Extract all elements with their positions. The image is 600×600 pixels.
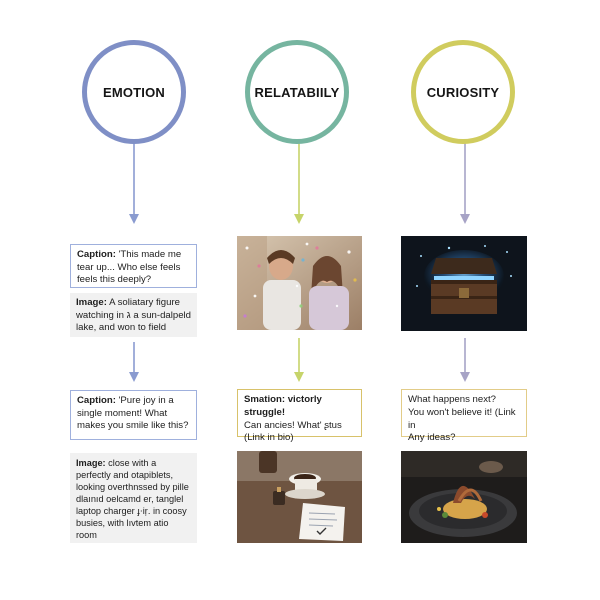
emotion-caption-box-1: Caption: 'This made me tear up... Who el… <box>70 244 197 288</box>
friends-laughing-photo <box>237 236 362 330</box>
image-label: Image: <box>76 297 107 308</box>
image-text: A soliatary figure watching in ג a sun-d… <box>76 297 192 333</box>
curiosity-caption-box: What happens next? You won't believe it!… <box>401 389 527 443</box>
relatability-circle: RELATABIILY <box>245 40 349 144</box>
image-label: Image: <box>76 458 106 468</box>
caption-line-1: Smation: victorly struggle! <box>244 394 322 418</box>
treasure-chest-photo <box>401 236 527 331</box>
caption-line-3: Any ideas? <box>408 432 456 444</box>
curiosity-arrow-1 <box>460 142 470 224</box>
caption-line-2: You won't believe it! (Link in <box>408 406 516 431</box>
caption-text: 'Pure joy in a single moment! What makes… <box>77 395 189 431</box>
caption-label: Caption: <box>77 249 116 260</box>
caption-label: Caption: <box>77 395 116 406</box>
curiosity-arrow-2 <box>460 338 470 382</box>
caption-line-2: Can ancies! What' ʂtus <box>244 419 342 431</box>
relatability-caption-box: Smation: victorly struggle! Can ancies! … <box>237 389 362 443</box>
emotion-caption-box-2: Caption: 'Pure joy in a single moment! W… <box>70 390 197 440</box>
curiosity-circle: CURIOSITY <box>411 40 515 144</box>
coffee-checklist-photo <box>237 451 362 543</box>
gourmet-dish-photo <box>401 451 527 543</box>
relatability-arrow-2 <box>294 338 304 382</box>
emotion-arrow-1 <box>129 142 139 224</box>
emotion-arrow-2 <box>129 342 139 382</box>
emotion-image-box-2: Image: close with a perfectly and otapib… <box>70 453 197 543</box>
caption-line-3: (Link in bio) <box>244 432 294 444</box>
emotion-circle: EMOTION <box>82 40 186 144</box>
relatability-arrow-1 <box>294 142 304 224</box>
caption-text: 'This made me tear up... Who else feels … <box>77 249 182 285</box>
caption-line-1: What happens next? <box>408 394 497 405</box>
relatability-title: RELATABIILY <box>254 84 340 100</box>
image-text: close with a perfectly and otapiblets, l… <box>76 458 189 540</box>
curiosity-title: CURIOSITY <box>426 84 500 100</box>
emotion-image-box-1: Image: A soliatary figure watching in ג … <box>70 293 197 337</box>
emotion-title: EMOTION <box>102 84 166 100</box>
